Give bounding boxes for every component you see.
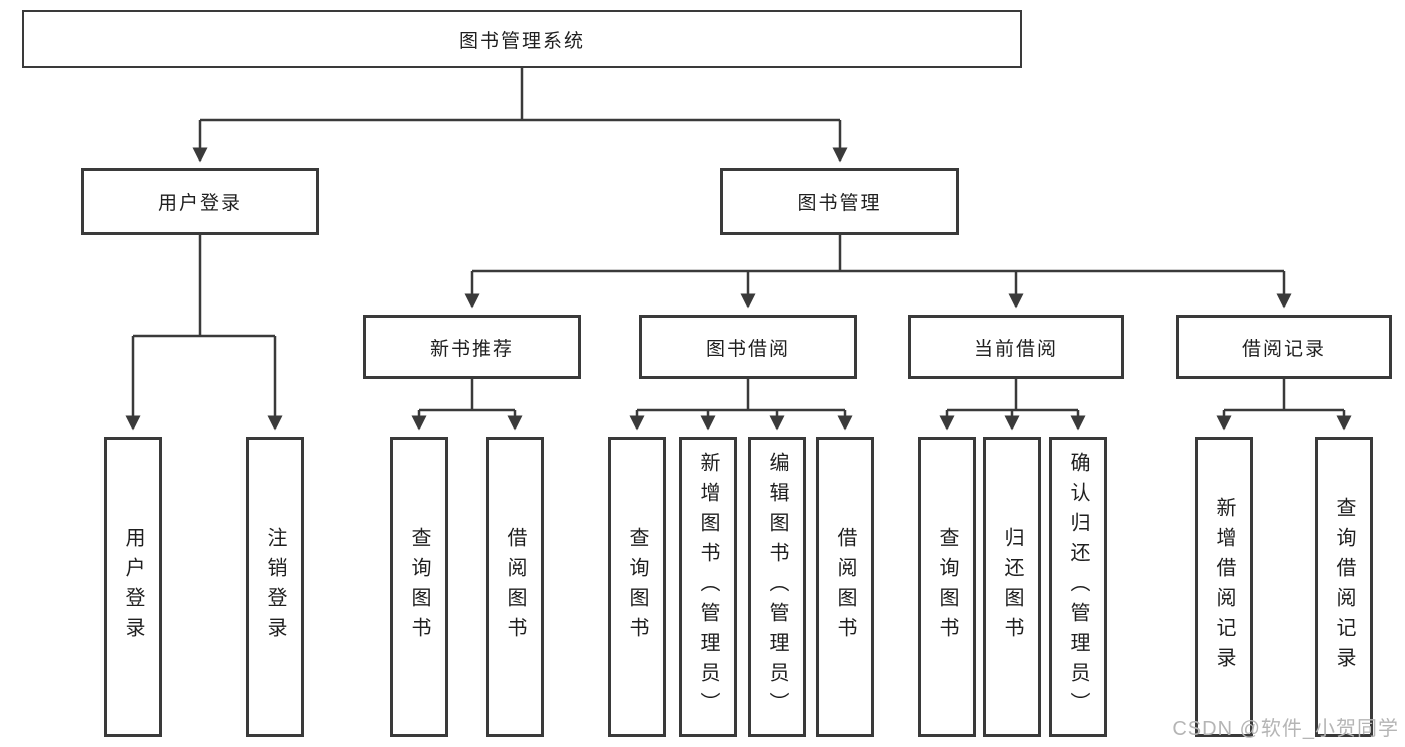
leaf-records-query-record: 查询借阅记录 [1315,437,1373,737]
leaf-newbook-query-books: 查询图书 [390,437,448,737]
leaf-current-return-books: 归还图书 [983,437,1041,737]
node-new-book-recommend: 新书推荐 [363,315,581,379]
connector-arrows [125,120,1352,431]
node-borrow-records: 借阅记录 [1176,315,1392,379]
node-book-borrow: 图书借阅 [639,315,857,379]
node-user-login: 用户登录 [81,168,319,235]
leaf-current-query-books: 查询图书 [918,437,976,737]
leaf-borrow-edit-books-admin: 编辑图书（管理员） [748,437,806,737]
node-book-management: 图书管理 [720,168,959,235]
leaf-user-login: 用户登录 [104,437,162,737]
node-system-root: 图书管理系统 [22,10,1022,68]
leaf-logout: 注销登录 [246,437,304,737]
connector-trunks [133,68,1344,412]
csdn-watermark: CSDN @软件_小贺同学 [1172,718,1399,740]
leaf-records-add-record: 新增借阅记录 [1195,437,1253,737]
node-current-borrow: 当前借阅 [908,315,1124,379]
leaf-borrow-borrow-books: 借阅图书 [816,437,874,737]
leaf-current-confirm-return-admin: 确认归还（管理员） [1049,437,1107,737]
leaf-borrow-add-books-admin: 新增图书（管理员） [679,437,737,737]
leaf-borrow-query-books: 查询图书 [608,437,666,737]
leaf-newbook-borrow-books: 借阅图书 [486,437,544,737]
